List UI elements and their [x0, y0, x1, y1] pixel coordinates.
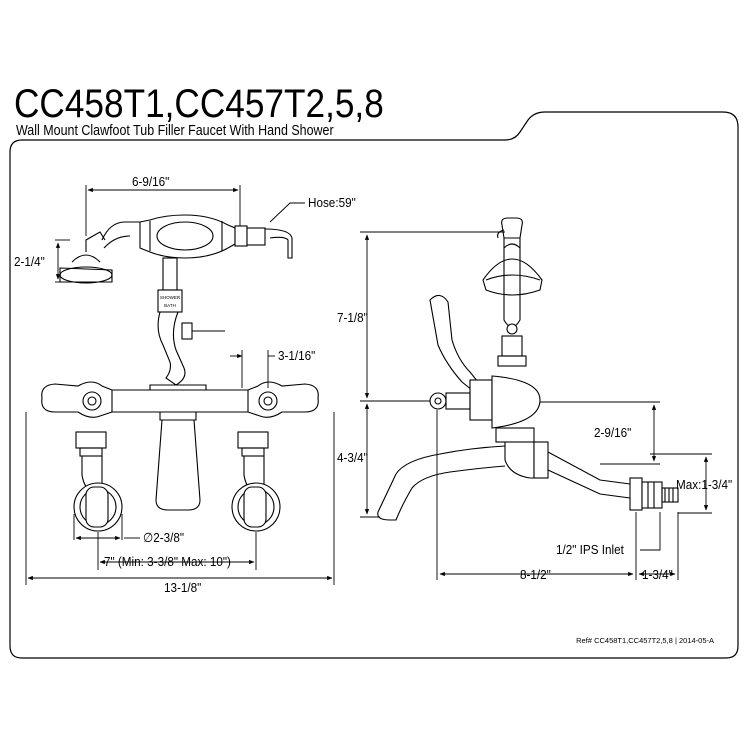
drawing-frame: [9, 111, 739, 659]
dim-offset: 2-9/16": [594, 425, 632, 440]
product-subtitle: Wall Mount Clawfoot Tub Filler Faucet Wi…: [16, 123, 334, 139]
front-view-dimensions: [25, 185, 335, 585]
dim-hose-length: Hose:59": [308, 195, 356, 210]
reference-number: Ref# CC458T1,CC457T2,5,8 | 2014-05-A: [576, 636, 714, 645]
dim-top-width: 6-9/16": [132, 174, 170, 189]
dim-handle-width: 3-1/16": [278, 348, 316, 363]
dim-showerhead: 2-1/4": [14, 254, 45, 269]
front-view: [41, 214, 319, 532]
diverter-label-bath: BATH: [164, 303, 176, 308]
dim-overall-width: 13-1/8": [164, 580, 202, 595]
dim-reach: 8-1/2": [520, 567, 551, 582]
dim-max-depth: Max:1-3/4": [676, 477, 733, 492]
diverter-label-shower: SHOWER: [160, 295, 181, 300]
side-view-dimensions: [360, 231, 712, 580]
dim-total-height: 7-1/8": [337, 310, 368, 325]
dim-flange-depth: 1-3/4": [642, 567, 673, 582]
dim-spout-height: 4-3/4": [337, 450, 368, 465]
model-title: CC458T1,CC457T2,5,8: [14, 82, 384, 126]
dim-inlet-diameter: ∅2-3/8": [143, 530, 185, 545]
dim-centers: 7" (Min: 3-3/8" Max: 10"): [104, 554, 231, 569]
side-view: [377, 217, 679, 521]
dim-ips-inlet: 1/2" IPS Inlet: [556, 542, 624, 557]
